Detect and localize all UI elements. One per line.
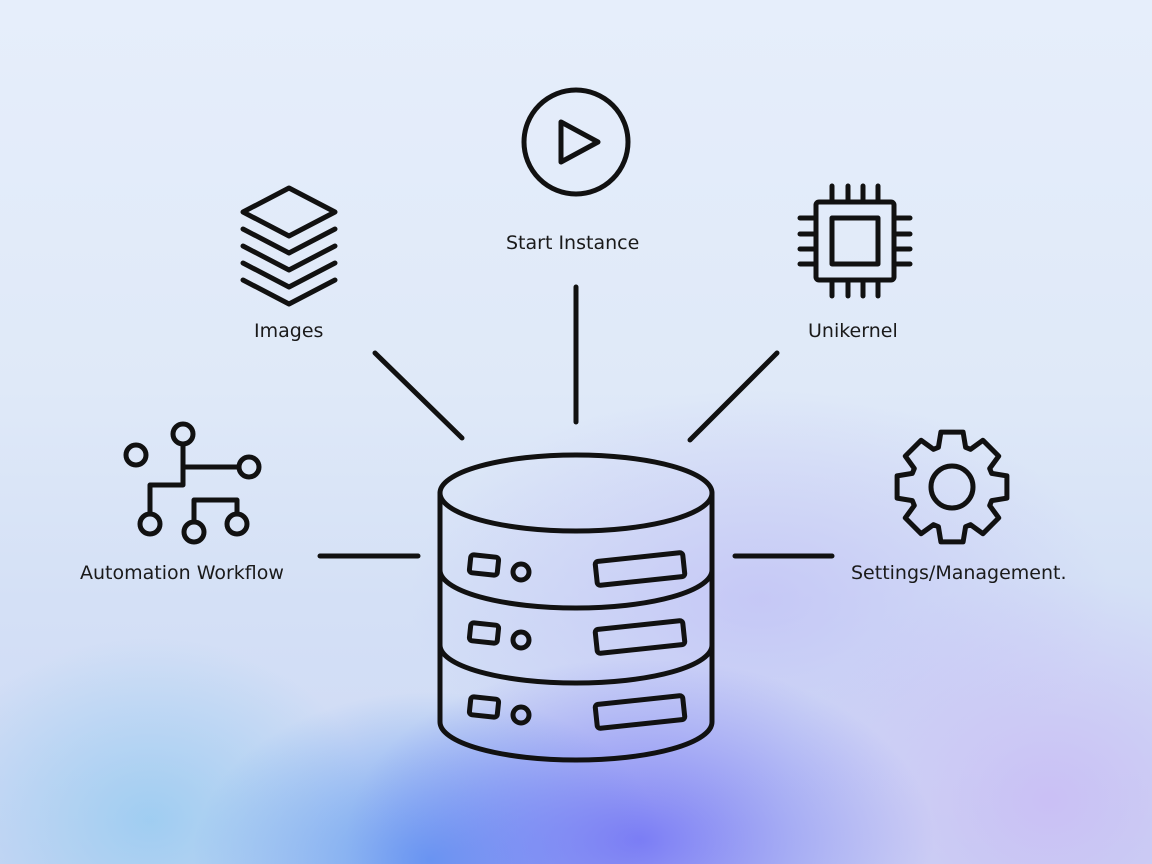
gear-icon [894, 429, 1010, 545]
play-circle-icon [521, 87, 631, 197]
gear-hub [928, 463, 976, 511]
node-label-unikernel: Unikernel [808, 320, 898, 342]
connector-unikernel [687, 350, 780, 443]
node-label-automation-workflow: Automation Workflow [80, 562, 284, 584]
workflow-nodes-icon [123, 421, 262, 545]
node-label-start-instance: Start Instance [506, 232, 640, 254]
cpu-chip-icon [797, 183, 913, 299]
connector-images [372, 350, 465, 441]
gear-outline [894, 429, 1010, 545]
node-label-settings-management: Settings/Management. [851, 562, 1067, 584]
layers-stack-icon [240, 185, 338, 307]
node-label-images: Images [254, 320, 324, 342]
database-server-icon [437, 452, 715, 763]
